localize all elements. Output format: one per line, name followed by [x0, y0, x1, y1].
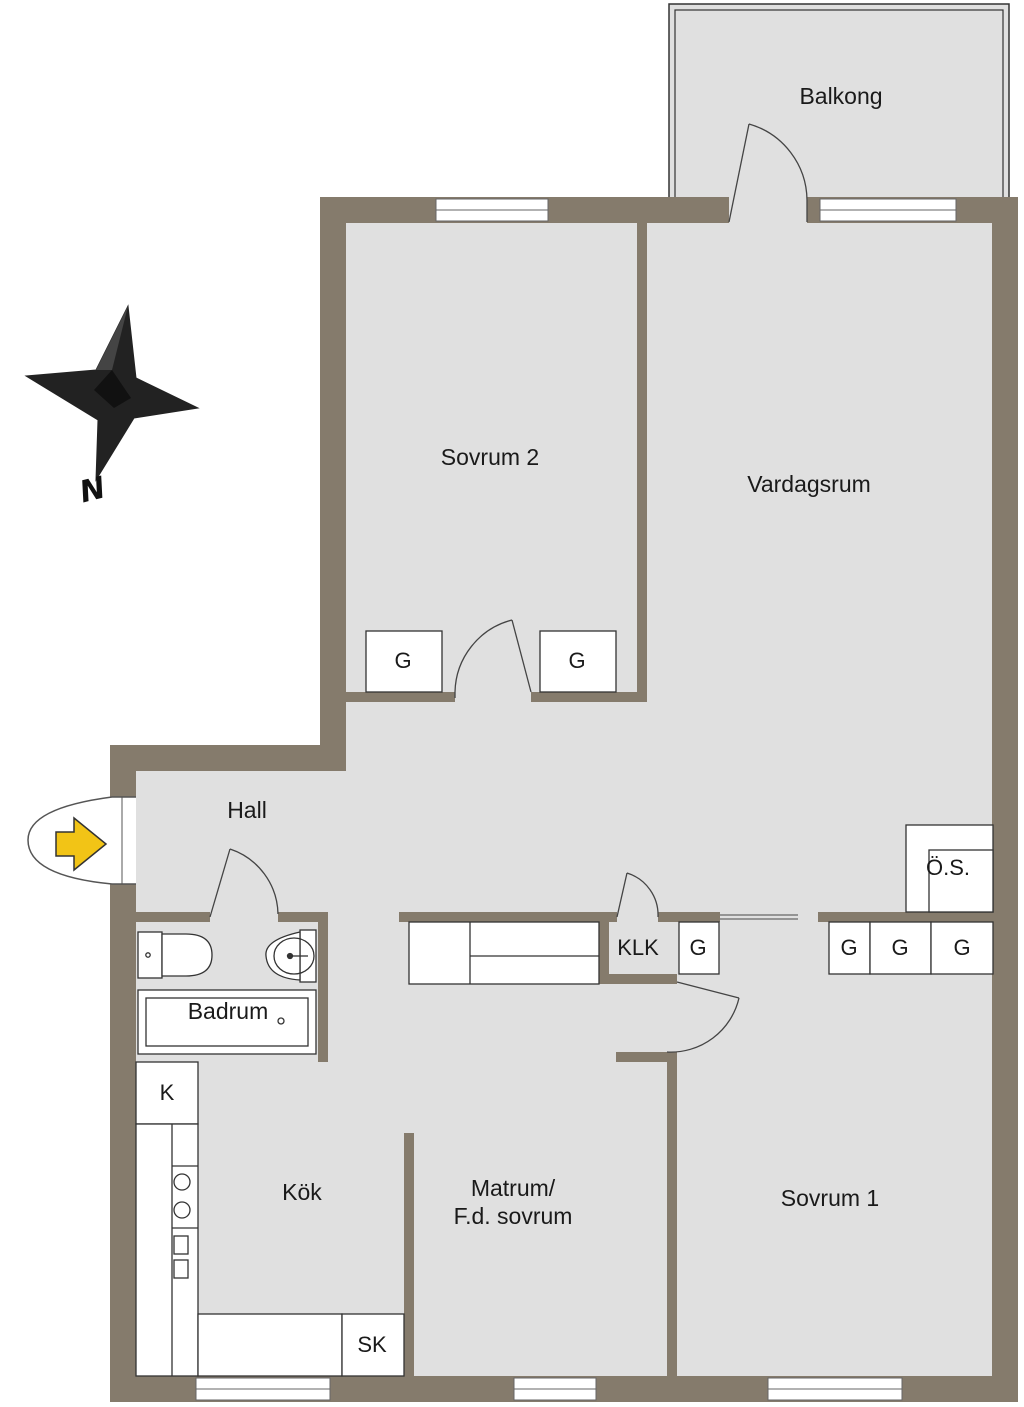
- wardrobes: [365, 630, 994, 975]
- room-label-hall: Hall: [227, 797, 267, 823]
- room-label-kok: Kök: [282, 1179, 322, 1205]
- room-label-badrum: Badrum: [188, 998, 269, 1024]
- cabinet-label: SK: [357, 1332, 387, 1357]
- room-label-matrum: Matrum/: [471, 1175, 556, 1201]
- floor-area: [122, 222, 993, 1377]
- room-labels: Balkong Sovrum 2 Vardagsrum Hall Badrum …: [188, 83, 883, 1229]
- fixture-labels: G G G G G G KLK Ö.S. K SK: [160, 648, 971, 1357]
- wardrobe-label: G: [394, 648, 411, 673]
- bathroom-fixtures: [137, 929, 317, 1055]
- door-swings: [209, 123, 808, 1053]
- sliding-door: [720, 914, 798, 920]
- balcony: [668, 3, 1010, 200]
- room-label-sovrum-2: Sovrum 2: [441, 444, 539, 470]
- fridge-label: K: [160, 1080, 175, 1105]
- windows: [195, 198, 957, 1401]
- wardrobe-label: G: [689, 935, 706, 960]
- wardrobe-label: G: [568, 648, 585, 673]
- room-label-sovrum-1: Sovrum 1: [781, 1185, 879, 1211]
- hall-storage: [408, 921, 600, 985]
- compass-north-label: N: [76, 470, 109, 510]
- compass-icon: [24, 304, 200, 482]
- wardrobe-label: G: [891, 935, 908, 960]
- ventilation-shaft: [905, 824, 994, 913]
- wardrobe-label: G: [840, 935, 857, 960]
- room-label-balkong: Balkong: [799, 83, 882, 109]
- entrance-arrow-icon: [55, 816, 108, 872]
- wardrobe-label: G: [953, 935, 970, 960]
- klk-label: KLK: [617, 935, 659, 960]
- room-label-vardagsrum: Vardagsrum: [747, 471, 871, 497]
- interior-walls: [136, 222, 994, 1377]
- kitchen-fixtures: [135, 1061, 405, 1377]
- room-label-fd-sovrum: F.d. sovrum: [454, 1203, 573, 1229]
- balcony-door-gap: [729, 197, 807, 223]
- os-label: Ö.S.: [926, 855, 970, 880]
